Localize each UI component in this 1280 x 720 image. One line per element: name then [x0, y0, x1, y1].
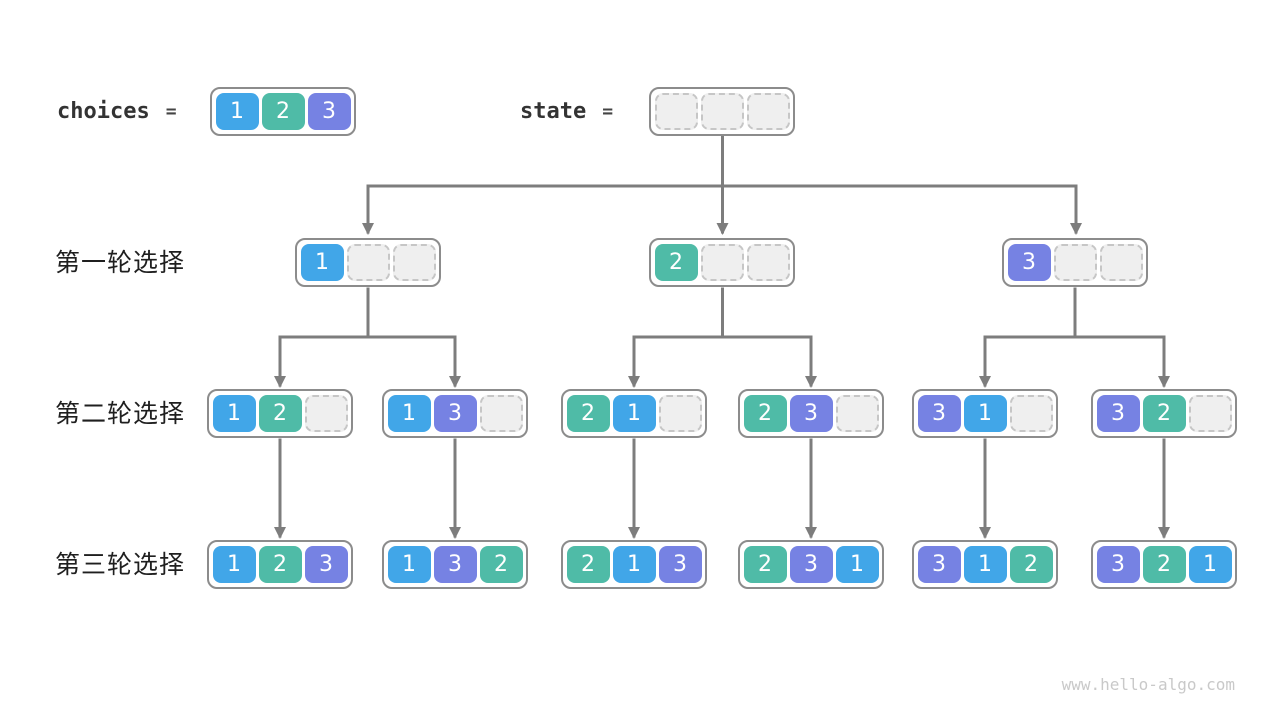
empty-cell: [658, 395, 702, 432]
empty-cell: [1188, 395, 1232, 432]
state-label: state: [520, 99, 587, 124]
cell-1: 1: [212, 546, 256, 583]
round1-node-1: 2: [649, 238, 795, 287]
cell-1: 1: [963, 546, 1007, 583]
empty-cell: [746, 244, 790, 281]
choices-label: choices: [57, 99, 150, 124]
cell-3: 3: [433, 546, 477, 583]
cell-1: 1: [963, 395, 1007, 432]
cell-3: 3: [917, 546, 961, 583]
cell-3: 3: [789, 546, 833, 583]
cell-1: 1: [215, 93, 259, 130]
cell-1: 1: [835, 546, 879, 583]
cell-1: 1: [212, 395, 256, 432]
cell-3: 3: [307, 93, 351, 130]
empty-cell: [835, 395, 879, 432]
round1-node-0: 1: [295, 238, 441, 287]
cell-3: 3: [1096, 546, 1140, 583]
cell-1: 1: [387, 546, 431, 583]
cell-2: 2: [1009, 546, 1053, 583]
empty-cell: [392, 244, 436, 281]
cell-2: 2: [258, 395, 302, 432]
cell-2: 2: [258, 546, 302, 583]
round-1-label: 第一轮选择: [55, 249, 186, 277]
cell-2: 2: [566, 395, 610, 432]
empty-cell: [700, 244, 744, 281]
cell-2: 2: [1142, 546, 1186, 583]
empty-cell: [1053, 244, 1097, 281]
cell-1: 1: [1188, 546, 1232, 583]
empty-cell: [746, 93, 790, 130]
cell-2: 2: [566, 546, 610, 583]
cell-1: 1: [300, 244, 344, 281]
empty-cell: [346, 244, 390, 281]
empty-cell: [700, 93, 744, 130]
state-expression: state =: [520, 88, 613, 135]
cell-3: 3: [917, 395, 961, 432]
cell-3: 3: [433, 395, 477, 432]
empty-cell: [479, 395, 523, 432]
cell-3: 3: [1096, 395, 1140, 432]
cell-2: 2: [261, 93, 305, 130]
equals-sign: =: [165, 101, 177, 122]
round-2-label: 第二轮选择: [55, 400, 186, 428]
cell-3: 3: [789, 395, 833, 432]
watermark: www.hello-algo.com: [1061, 675, 1235, 694]
equals-sign: =: [602, 101, 614, 122]
empty-cell: [1009, 395, 1053, 432]
round-3-label: 第三轮选择: [55, 551, 186, 579]
cell-2: 2: [1142, 395, 1186, 432]
choices-expression: choices =: [57, 88, 177, 135]
cell-2: 2: [743, 546, 787, 583]
empty-cell: [1099, 244, 1143, 281]
cell-1: 1: [612, 546, 656, 583]
cell-3: 3: [658, 546, 702, 583]
round1-node-2: 3: [1002, 238, 1148, 287]
cell-3: 3: [304, 546, 348, 583]
cell-2: 2: [743, 395, 787, 432]
cell-1: 1: [612, 395, 656, 432]
cell-2: 2: [654, 244, 698, 281]
cell-1: 1: [387, 395, 431, 432]
state-array: [649, 87, 795, 136]
empty-cell: [304, 395, 348, 432]
cell-3: 3: [1007, 244, 1051, 281]
empty-cell: [654, 93, 698, 130]
cell-2: 2: [479, 546, 523, 583]
